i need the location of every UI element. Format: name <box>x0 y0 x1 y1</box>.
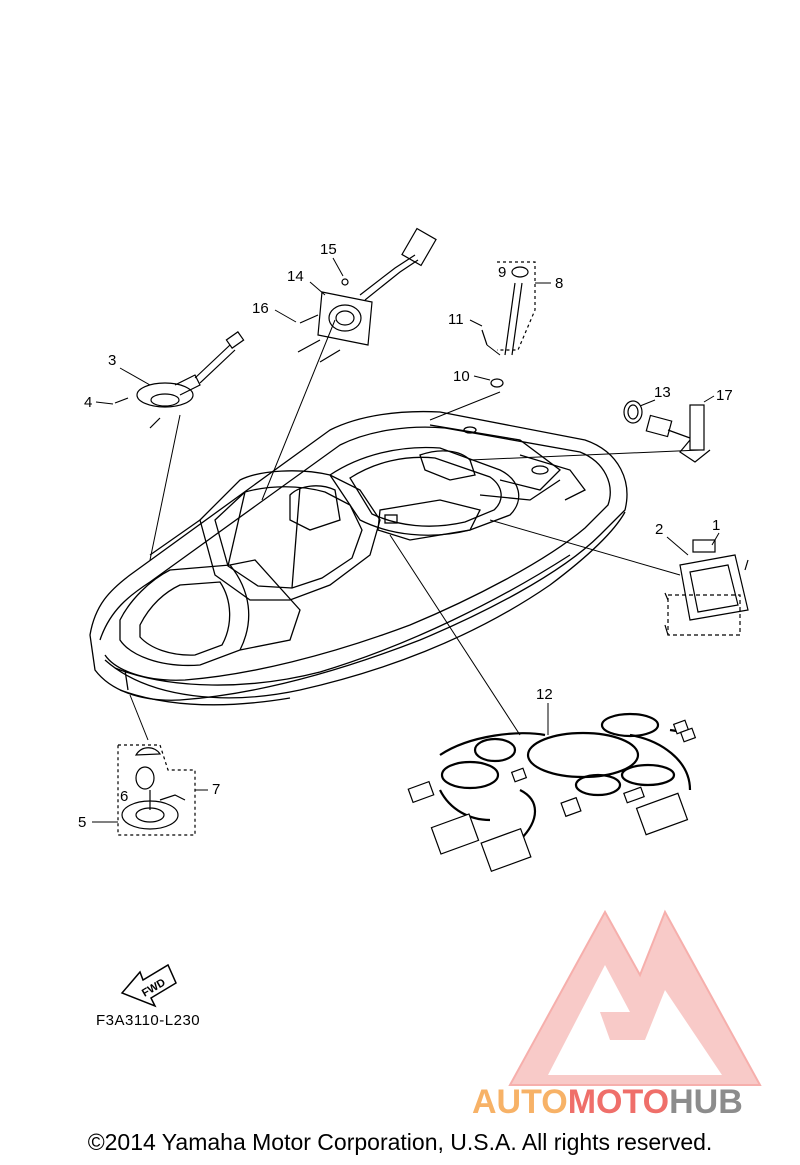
callout-13: 13 <box>654 384 671 401</box>
callout-labels: 1 2 3 4 5 6 7 8 9 10 11 12 13 14 15 16 1… <box>78 241 733 831</box>
fwd-arrow-icon: FWD <box>120 963 177 1008</box>
callout-4: 4 <box>84 394 92 411</box>
drawing-code: F3A3110-L230 <box>96 1012 201 1029</box>
callout-9: 9 <box>498 264 506 281</box>
leader-lines <box>129 319 701 741</box>
callout-5: 5 <box>78 814 86 831</box>
boat-hull <box>89 410 628 706</box>
part-13-fitting <box>623 400 711 463</box>
harness-connectors <box>407 719 697 873</box>
watermark-logo-icon <box>508 909 762 1086</box>
callout-2: 2 <box>655 521 663 538</box>
callout-11: 11 <box>448 311 464 328</box>
callout-6: 6 <box>120 788 128 805</box>
part-8-gauge <box>481 261 536 388</box>
callout-8: 8 <box>555 275 563 292</box>
part-14-plate <box>297 227 437 363</box>
watermark-brand-auto: AUTO <box>472 1083 568 1121</box>
callout-16: 16 <box>252 300 269 317</box>
copyright-notice: ©2014 Yamaha Motor Corporation, U.S.A. A… <box>87 1129 713 1155</box>
part-1-bracket <box>664 539 749 636</box>
callout-7: 7 <box>212 781 220 798</box>
part-5-drain <box>117 744 196 836</box>
part-3-sender <box>114 331 245 429</box>
callout-10: 10 <box>453 368 470 385</box>
watermark-brand-moto: MOTO <box>567 1083 670 1121</box>
watermark-brand: AUTOMOTOHUB <box>472 1083 743 1122</box>
watermark-brand-hub: HUB <box>669 1083 743 1121</box>
callout-15: 15 <box>320 241 337 258</box>
callout-3: 3 <box>108 352 116 369</box>
callout-14: 14 <box>287 268 304 285</box>
callout-17: 17 <box>716 387 733 404</box>
callout-1: 1 <box>712 517 720 534</box>
callout-12: 12 <box>536 686 553 703</box>
